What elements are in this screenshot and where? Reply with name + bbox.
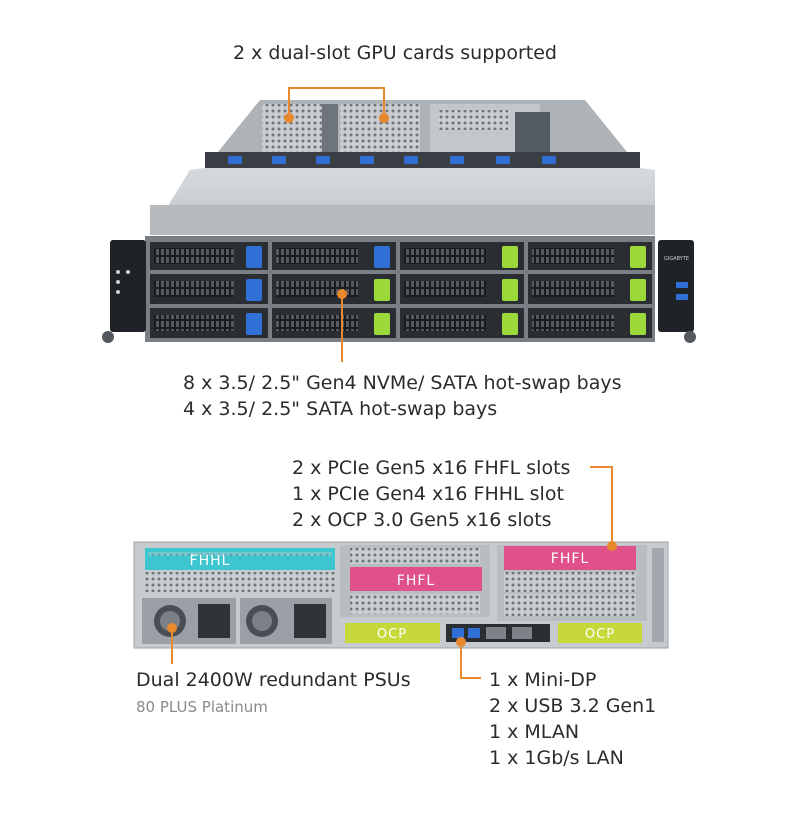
psu-callout-line2: 80 PLUS Platinum [136,698,268,716]
io-callout-line2: 2 x USB 3.2 Gen1 [489,695,657,717]
gpu-callout: 2 x dual-slot GPU cards supported [233,42,557,64]
gpu-bay-left [262,104,324,160]
slots-callout-line2: 1 x PCIe Gen4 x16 FHHL slot [292,483,564,505]
ocp-right-label: OCP [585,627,615,642]
drive-bays [150,242,652,338]
psu-callout-line1: Dual 2400W redundant PSUs [136,669,411,691]
front-callout-lines [284,87,389,362]
ocp-slot-right [558,623,642,643]
io-callout-line4: 1 x 1Gb/s LAN [489,747,624,769]
io-callout-line1: 1 x Mini-DP [489,669,597,691]
bays-callout-line2: 4 x 3.5/ 2.5" SATA hot-swap bays [183,398,498,420]
fhfl-right-label: FHFL [551,551,589,567]
fhfl-slot-center [350,567,482,591]
rear-callout-lines [167,466,617,679]
slots-callout-line3: 2 x OCP 3.0 Gen5 x16 slots [292,509,552,531]
gpu-bay-right [340,104,420,160]
front-left-ear [110,240,146,332]
fhhl-slot [145,548,335,570]
ocp-slot-left [345,623,440,643]
fhhl-label: FHHL [190,553,231,569]
io-callout-line3: 1 x MLAN [489,721,580,743]
slots-callout-line1: 2 x PCIe Gen5 x16 FHFL slots [292,457,571,479]
front-server: GIGABYTE [102,100,696,343]
ocp-left-label: OCP [377,627,407,642]
fhfl-center-label: FHFL [397,573,435,589]
front-brand-text: GIGABYTE [664,256,689,262]
bays-callout-line1: 8 x 3.5/ 2.5" Gen4 NVMe/ SATA hot-swap b… [183,372,622,394]
rear-server [133,541,669,649]
